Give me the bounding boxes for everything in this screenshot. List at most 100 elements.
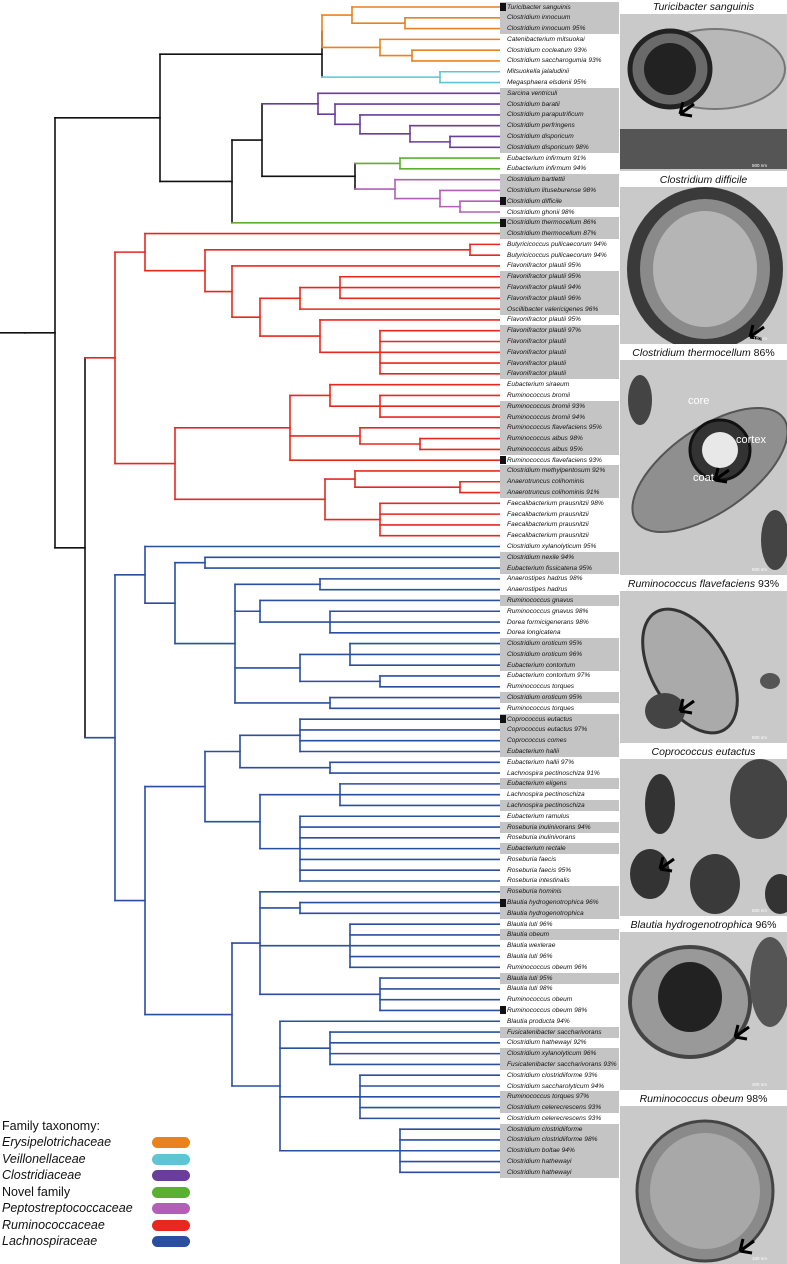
leaf-label: Flavonifractor plautii 94% [500,282,619,294]
arrow-icon [733,1024,750,1041]
legend-color-swatch [152,1137,190,1148]
leaf-label: Ruminococcus albus 95% [500,443,619,455]
leaf-label: Clostridium disporicum 98% [500,141,619,153]
legend-item: Erysipelotrichaceae [2,1134,202,1151]
leaf-label: Clostridium cocleatum 93% [507,46,587,54]
spore-micrograph [620,187,787,344]
legend-label: Ruminococcaceae [2,1217,105,1232]
leaf-label: Clostridium innocuum [500,12,619,24]
legend-item: Ruminococcaceae [2,1217,202,1234]
leaf-label: Flavonifractor plautii [500,357,619,369]
legend-item: Lachnospiraceae [2,1233,202,1250]
leaf-label: Blautia obeum [500,929,619,941]
panel-title: Coprococcus eutactus [620,745,787,759]
leaf-label: Clostridium perfringens [500,120,619,132]
leaf-label: Anaerotruncus colihominis [500,476,619,488]
micrograph-panel: Ruminococcus obeum 98%100 nm [620,1092,787,1264]
leaf-label: Eubacterium infirmum 91% [507,154,587,162]
leaf-label: Eubacterium infirmum 94% [507,165,587,173]
spore-micrograph [620,591,787,743]
leaf-label: Flavonifractor plautii 95% [507,316,582,324]
scale-bar: 500 nm [751,567,767,572]
leaf-label: Flavonifractor plautii [500,346,619,358]
leaf-label: Eubacterium hallii 97% [507,758,575,766]
legend-title: Family taxonomy: [2,1119,100,1133]
imaged-taxon-marker [500,197,506,206]
leaf-label: Clostridium clostridiiforme [500,1123,619,1135]
leaf-label: Ruminococcus bromii [507,391,571,399]
leaf-label: Anaerostipes hadrus 98% [507,575,583,583]
leaf-label: Butyricicoccus pullicaecorum 94% [507,251,607,259]
leaf-label: Blautia luti 98% [507,985,553,993]
leaf-label: Roseburia faecis [507,855,557,863]
legend-label: Peptostreptococcaceae [2,1201,133,1215]
leaf-label: Roseburia inulinivorans [507,834,576,842]
leaf-label: Eubacterium fissicatena 95% [500,562,619,574]
leaf-label: Roseburia faecis 95% [507,866,572,874]
leaf-label: Clostridium paraputrificum [500,109,619,121]
scale-bar: 100 nm [751,1256,767,1261]
leaf-label: Clostridium methylpentosum 92% [500,465,619,477]
leaf-label: Clostridium baratii [500,98,619,110]
leaf-label: Ruminococcus gnavus 98% [507,607,589,615]
spore-micrograph [620,759,787,916]
spore-micrograph [620,360,787,575]
scale-bar: 500 nm [751,735,767,740]
legend-item: Clostridiaceae [2,1167,202,1184]
legend-label: Lachnospiraceae [2,1234,98,1248]
leaf-label: Ruminococcus obeum 96% [507,963,588,971]
leaf-label: Clostridium innocuum 95% [500,23,619,35]
leaf-label: Clostridium boltae 94% [500,1145,619,1157]
leaf-label: Roseburia inulinivorans 94% [500,821,619,833]
leaf-label: Ruminococcus obeum [507,996,573,1004]
leaf-label: Eubacterium rectale [500,843,619,855]
leaf-label: Eubacterium ramulus [507,812,570,820]
leaf-label: Clostridium xylanolyticum 95% [507,543,597,550]
leaf-label: Blautia wexlerae [507,942,556,950]
leaf-label: Anaerotruncus colihominis 91% [500,487,619,499]
arrow-icon [713,467,730,484]
leaf-label: Faecalibacterium prausnitzii [507,521,589,529]
leaf-label: Eubacterium contortum 97% [507,672,591,680]
leaf-label: Clostridium xylanolyticum 96% [500,1048,619,1060]
leaf-label: Clostridium saccharolyticum 94% [507,1082,605,1090]
scale-bar: 500 nm [751,908,767,913]
leaf-label: Clostridium thermocellum 86% [500,217,619,229]
leaf-label: Clostridium lituseburense 98% [500,184,619,196]
legend-label: Veillonellaceae [2,1151,86,1166]
legend-color-swatch [152,1186,190,1198]
leaf-label: Faecalibacterium prausnitzii 98% [507,499,604,507]
panel-title: Blautia hydrogenotrophica 96% [620,918,787,932]
leaf-label: Flavonifractor plautii [500,335,619,347]
leaf-label: Ruminococcus obeum 98% [507,1006,588,1014]
leaf-label: Coprococcus eutactus 97% [500,724,619,736]
imaged-taxon-marker [500,456,506,465]
leaf-label: Blautia luti 96% [507,920,553,928]
leaf-label: Ruminococcus bromii 94% [500,411,619,423]
leaf-label: Megasphaera elsdenii 95% [507,79,587,87]
imaged-taxon-marker [500,218,506,227]
leaf-label: Flavonifractor plautii 97% [500,325,619,337]
leaf-label: Clostridium disporicum [500,130,619,142]
panel-title: Clostridium thermocellum 86% [620,346,787,360]
leaf-label: Mitsuokella jalaludinii [507,68,569,76]
spore-micrograph [620,932,787,1090]
leaf-label: Flavonifractor plautii 96% [500,292,619,304]
micrograph-panel: Blautia hydrogenotrophica 96%200 nm [620,918,787,1090]
leaf-label: Coprococcus comes [500,735,619,747]
leaf-label: Ruminococcus flavefaciens 95% [500,422,619,434]
leaf-label: Clostridium clostridiiforme 93% [507,1071,598,1079]
leaf-label: Clostridium bartlettii [500,174,619,186]
legend-label: Erysipelotrichaceae [2,1135,112,1149]
leaf-label: Eubacterium siraeum [507,381,570,389]
imaged-taxon-marker [500,3,506,11]
spore-micrograph [620,1106,787,1264]
leaf-label: Ruminococcus bromii 93% [500,400,619,412]
leaf-label: Clostridium hathewayi [500,1166,619,1178]
leaf-label: Roseburia hominis [500,886,619,898]
leaf-label: Clostridium ghonii 98% [507,208,575,216]
leaf-label: Blautia hydrogenotrophica [500,907,619,919]
